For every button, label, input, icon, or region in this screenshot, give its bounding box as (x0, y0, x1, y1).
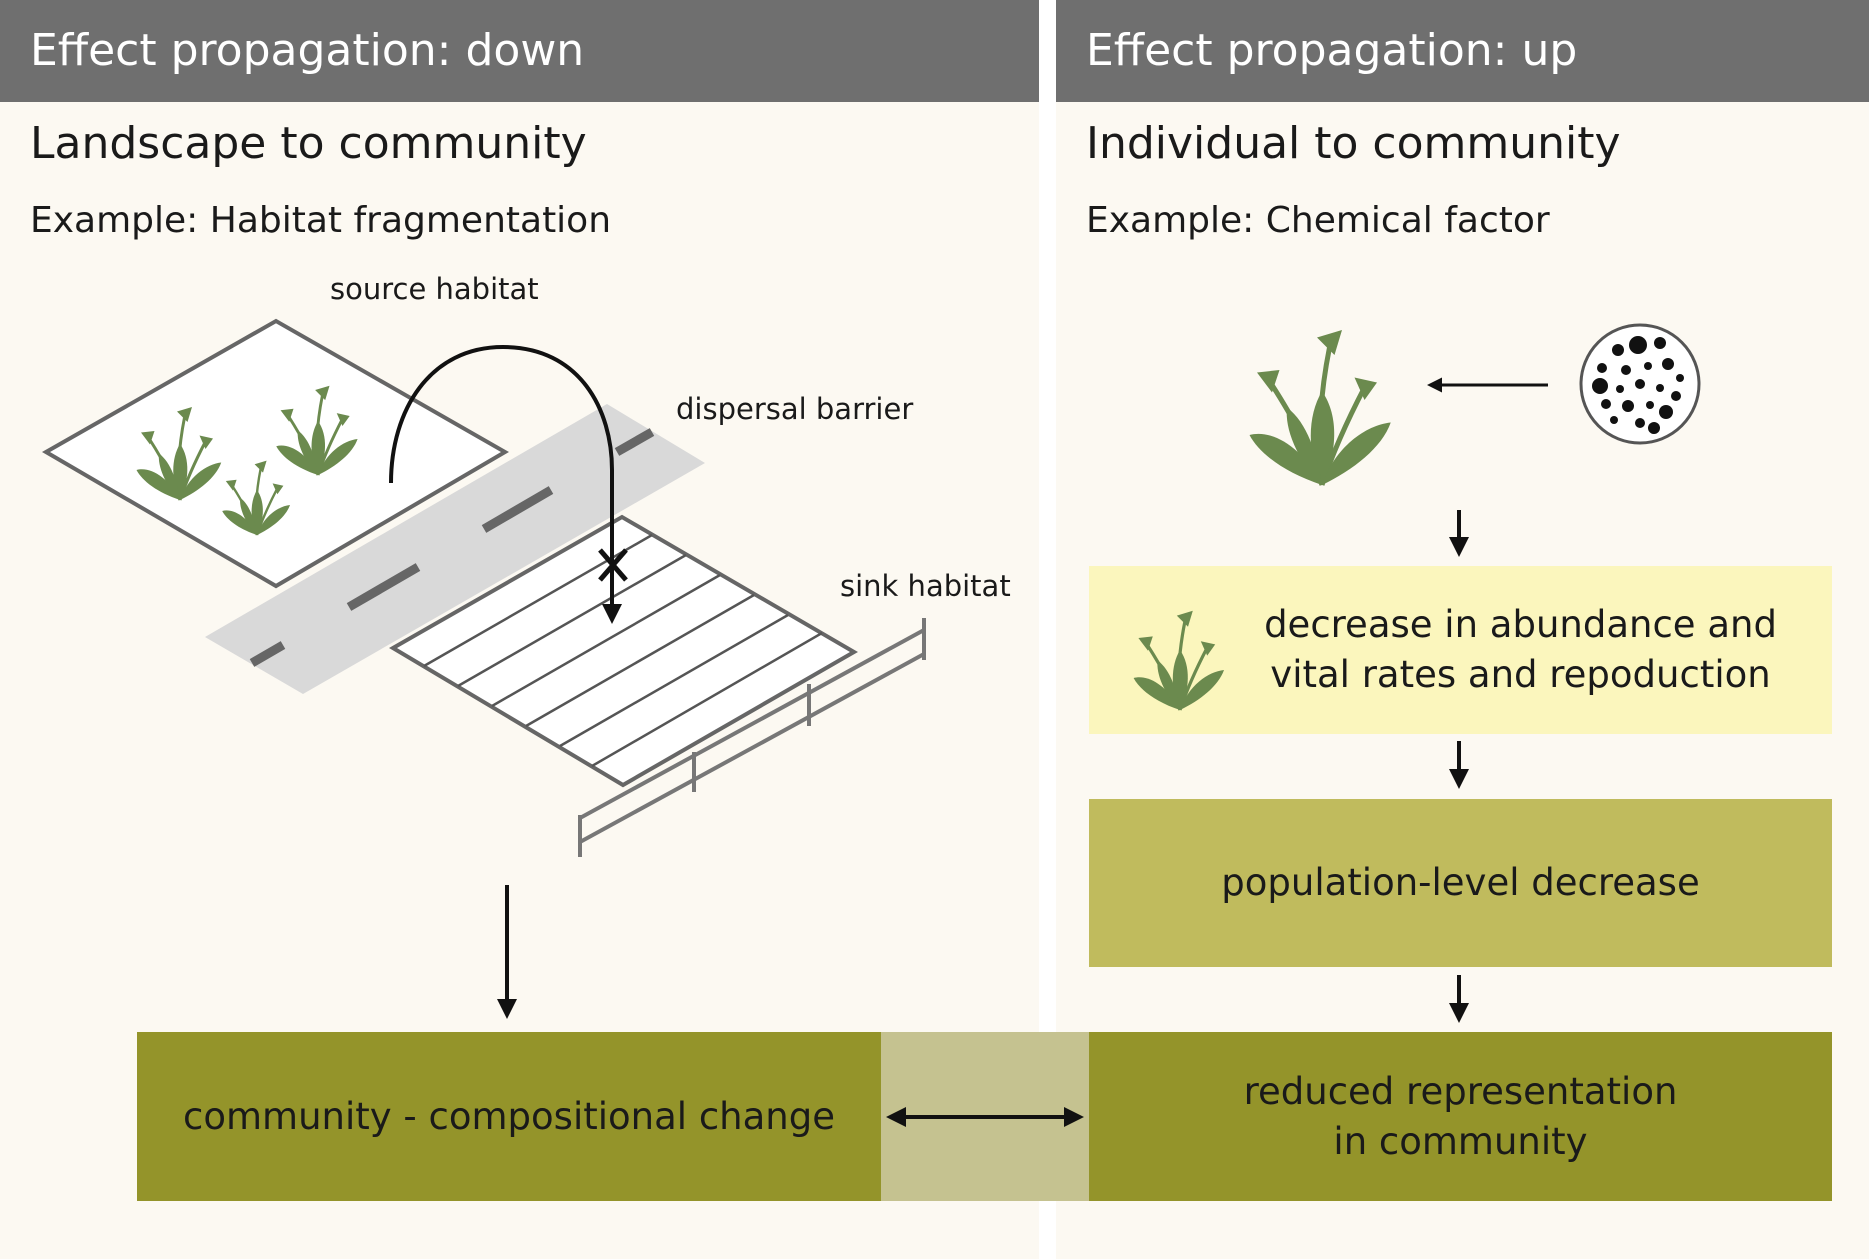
dispersal-barrier-label: dispersal barrier (676, 392, 914, 426)
source-habitat-label: source habitat (330, 272, 539, 306)
right-panel-example: Example: Chemical factor (1086, 200, 1550, 241)
individual-level-line1: decrease in abundance and (1264, 603, 1777, 646)
right-panel-header: Effect propagation: up (1056, 0, 1869, 102)
population-level-label: population-level decrease (1221, 861, 1700, 904)
community-change-box: community - compositional change (137, 1032, 881, 1201)
reduced-representation-box: reduced representation in community (1089, 1032, 1832, 1201)
left-panel-header: Effect propagation: down (0, 0, 1039, 102)
individual-level-box: decrease in abundance and vital rates an… (1089, 566, 1832, 734)
reduced-representation-line2: in community (1333, 1119, 1588, 1163)
community-change-label: community - compositional change (183, 1094, 835, 1138)
individual-level-line2: vital rates and repoduction (1270, 653, 1771, 696)
population-level-box: population-level decrease (1089, 799, 1832, 967)
sink-habitat-label: sink habitat (840, 569, 1011, 603)
left-panel-heading: Landscape to community (30, 118, 587, 169)
right-panel-heading: Individual to community (1086, 118, 1621, 169)
community-link-band (880, 1032, 1090, 1201)
left-panel-example: Example: Habitat fragmentation (30, 200, 612, 241)
reduced-representation-line1: reduced representation (1243, 1069, 1678, 1113)
